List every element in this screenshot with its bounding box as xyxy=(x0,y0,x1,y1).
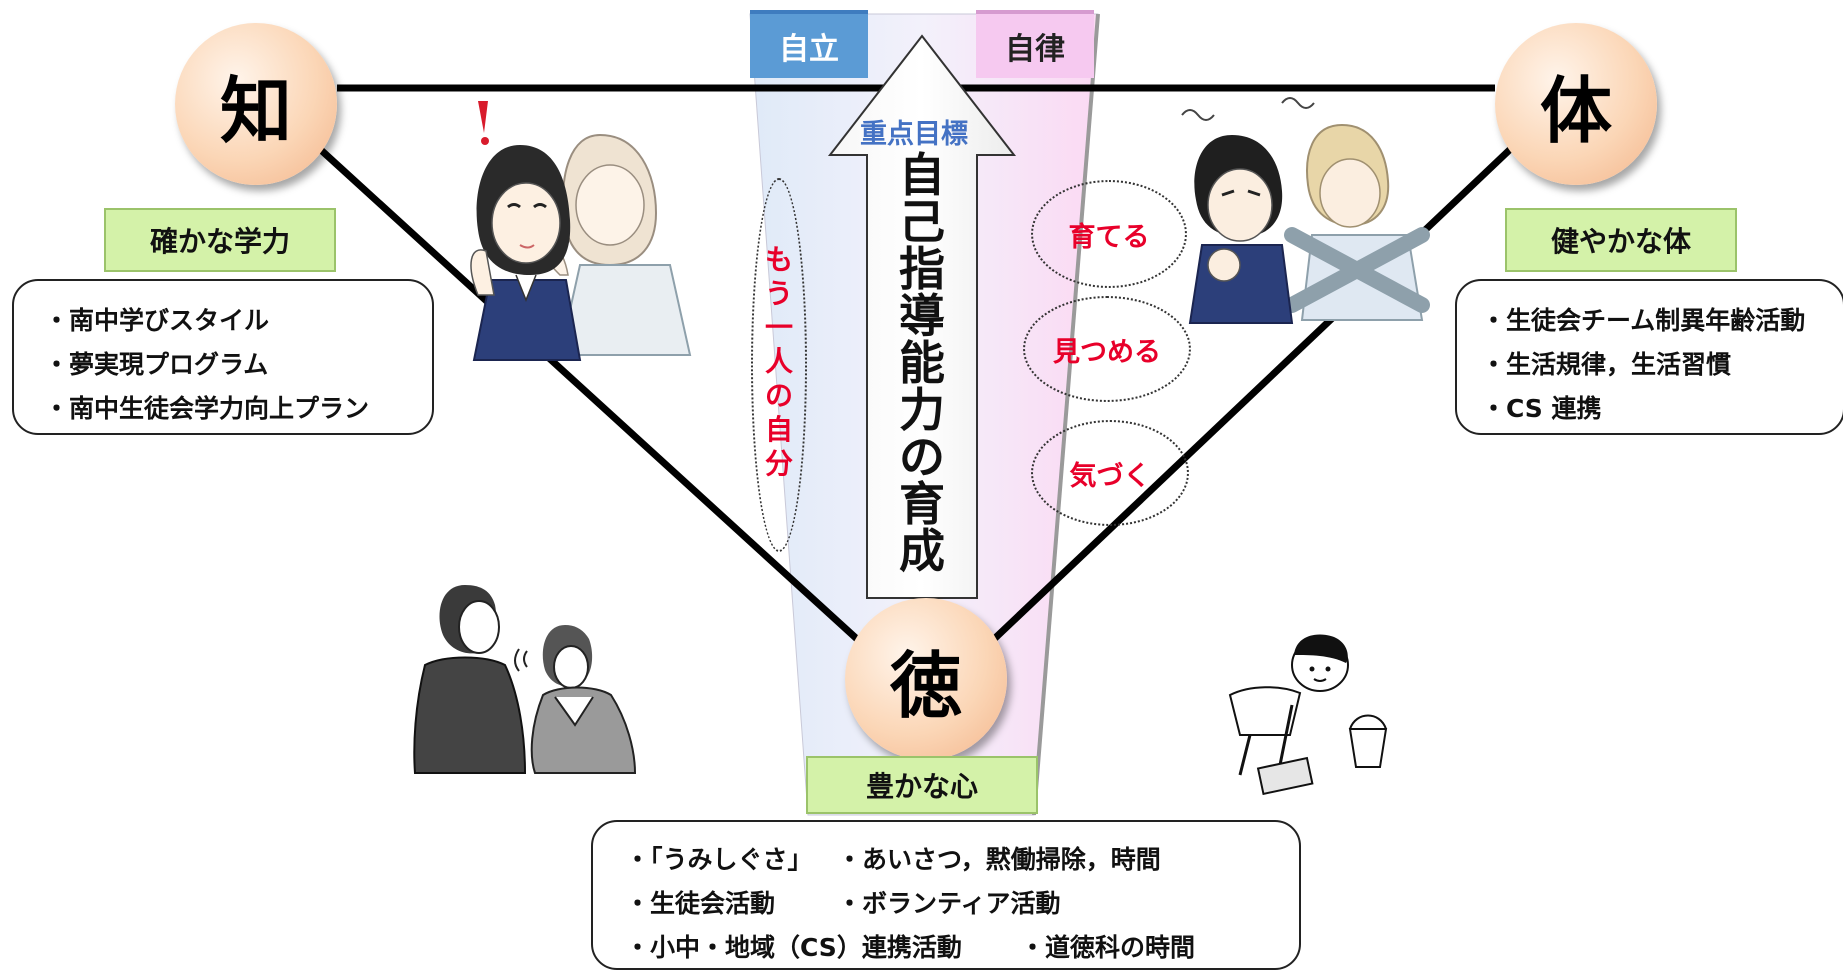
goal-main-text: 自 己 指 導 能 力 の 育 成 xyxy=(893,152,951,575)
step-notice: 気づく xyxy=(1031,420,1189,526)
goal-char: 育 xyxy=(899,477,945,531)
goal-char: 能 xyxy=(899,336,945,390)
goal-char: 導 xyxy=(899,289,945,343)
body-item: ・CS 連携 xyxy=(1481,394,1602,423)
knowledge-item: ・南中生徒会学力向上プラン xyxy=(44,394,370,423)
teacher-student-illustration xyxy=(413,585,637,774)
goal-label: 重点目標 xyxy=(860,119,968,150)
triangle-left-edge xyxy=(307,137,883,663)
virtue-item: ・道徳科の時間 xyxy=(1020,933,1196,962)
tab-jiritsu-selfdiscipline: 自律 xyxy=(976,10,1094,78)
girls-illustration xyxy=(470,101,692,361)
body-heading: 健やかな体 xyxy=(1505,208,1737,272)
goal-char: 成 xyxy=(899,524,945,578)
step-reflect: 見つめる xyxy=(1023,296,1191,402)
another-self-char: 自 xyxy=(764,413,793,446)
goal-char: 指 xyxy=(899,242,945,296)
boys-illustration xyxy=(1181,97,1430,324)
knowledge-heading: 確かな学力 xyxy=(104,208,336,272)
another-self-char: の xyxy=(764,379,793,412)
goal-char: 己 xyxy=(899,195,945,249)
knowledge-item: ・夢実現プログラム xyxy=(44,350,269,379)
another-self-ellipse: も う 一 人 の 自 分 xyxy=(751,178,807,552)
goal-char: 力 xyxy=(899,383,945,437)
virtue-circle: 徳 xyxy=(845,598,1007,760)
virtue-item: ・あいさつ，黙働掃除，時間 xyxy=(837,845,1161,874)
tab-jiritsu-independence: 自立 xyxy=(750,10,868,78)
body-item: ・生徒会チーム制異年齢活動 xyxy=(1481,306,1806,335)
goal-char: の xyxy=(899,430,945,484)
body-circle: 体 xyxy=(1495,23,1657,185)
step-nurture: 育てる xyxy=(1031,180,1187,288)
triangle-right-edge xyxy=(969,137,1523,663)
virtue-list: ・「うみしぐさ」 ・あいさつ，黙働掃除，時間 ・生徒会活動 ・ボランティア活動 … xyxy=(591,820,1301,970)
cleaning-student-illustration xyxy=(1228,634,1388,795)
goal-char: 自 xyxy=(899,148,945,202)
another-self-char: 分 xyxy=(764,447,793,480)
virtue-item: ・生徒会活動 xyxy=(625,889,776,918)
another-self-char: 人 xyxy=(764,345,793,378)
virtue-item: ・「うみしぐさ」 xyxy=(625,845,813,874)
body-item: ・生活規律，生活習慣 xyxy=(1481,350,1732,379)
another-self-char: う xyxy=(764,277,793,310)
knowledge-item: ・南中学びスタイル xyxy=(44,306,270,335)
another-self-char: も xyxy=(764,243,793,276)
another-self-text: も う 一 人 の 自 分 xyxy=(765,246,793,484)
virtue-heading: 豊かな心 xyxy=(806,756,1038,814)
virtue-item: ・ボランティア活動 xyxy=(837,889,1061,918)
virtue-item: ・小中・地域（CS）連携活動 xyxy=(625,933,962,962)
body-list: ・生徒会チーム制異年齢活動 ・生活規律，生活習慣 ・CS 連携 xyxy=(1455,279,1843,435)
knowledge-circle: 知 xyxy=(175,23,337,185)
knowledge-list: ・南中学びスタイル ・夢実現プログラム ・南中生徒会学力向上プラン xyxy=(12,279,434,435)
another-self-char: 一 xyxy=(764,311,793,344)
